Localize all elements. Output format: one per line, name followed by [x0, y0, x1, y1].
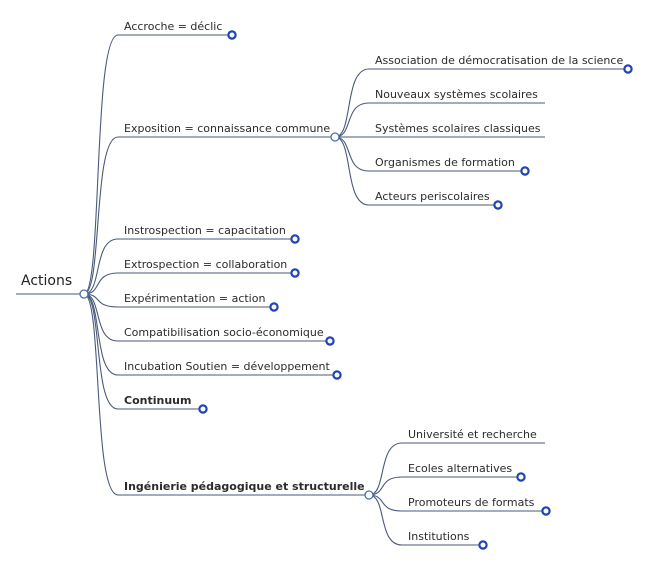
root-junction[interactable]	[79, 289, 89, 299]
expand-toggle-icon[interactable]	[332, 370, 342, 380]
node-ingenierie-pedagogique-et-structurelle[interactable]: Ingénierie pédagogique et structurelle	[118, 480, 374, 500]
node-extrospection-collaboration[interactable]: Extrospection = collaboration	[118, 258, 300, 278]
node-institutions[interactable]: Institutions	[402, 530, 488, 550]
edge	[368, 494, 403, 546]
node-acteurs-periscolaires[interactable]: Acteurs periscolaires	[369, 190, 503, 210]
node-instrospection-capacitation[interactable]: Instrospection = capacitation	[118, 224, 300, 244]
node-label: Accroche = déclic	[124, 20, 222, 33]
expand-toggle-icon[interactable]	[325, 336, 335, 346]
node-label: Continuum	[124, 394, 191, 407]
node-accroche-declic[interactable]: Accroche = déclic	[118, 20, 237, 40]
edge	[334, 68, 370, 138]
node-label: Instrospection = capacitation	[124, 224, 286, 237]
node-label: Nouveaux systèmes scolaires	[375, 88, 538, 101]
expand-toggle-icon[interactable]	[493, 200, 503, 210]
node-label: Incubation Soutien = développement	[124, 360, 331, 373]
edge	[368, 476, 403, 496]
node-label: Ingénierie pédagogique et structurelle	[124, 480, 365, 493]
edge	[368, 494, 403, 512]
edges	[83, 34, 403, 546]
node-label: Exposition = connaissance commune	[124, 122, 330, 135]
expand-toggle-icon[interactable]	[520, 166, 530, 176]
edge	[83, 34, 119, 295]
edge	[83, 136, 119, 295]
node-label: Association de démocratisation de la sci…	[375, 54, 623, 67]
node-continuum[interactable]: Continuum	[118, 394, 208, 414]
node-compatibilisation-socio-economique[interactable]: Compatibilisation socio-économique	[118, 326, 335, 346]
expand-toggle-icon[interactable]	[478, 540, 488, 550]
node-association-de-democratisation-de-la-science[interactable]: Association de démocratisation de la sci…	[369, 54, 633, 74]
expand-toggle-icon[interactable]	[516, 472, 526, 482]
node-nouveaux-systemes-scolaires[interactable]: Nouveaux systèmes scolaires	[369, 88, 545, 104]
node-ecoles-alternatives[interactable]: Ecoles alternatives	[402, 462, 526, 482]
branch-junction[interactable]	[364, 490, 374, 500]
node-incubation-soutien-developpement[interactable]: Incubation Soutien = développement	[118, 360, 342, 380]
branch-junction[interactable]	[330, 132, 340, 142]
node-label: Promoteurs de formats	[408, 496, 535, 509]
edge	[368, 442, 403, 496]
expand-toggle-icon[interactable]	[623, 64, 633, 74]
expand-toggle-icon[interactable]	[290, 234, 300, 244]
edge	[83, 293, 119, 410]
expand-toggle-icon[interactable]	[541, 506, 551, 516]
node-label: Extrospection = collaboration	[124, 258, 287, 271]
node-label: Compatibilisation socio-économique	[124, 326, 324, 339]
root-label: Actions	[21, 273, 72, 289]
node-label: Expérimentation = action	[124, 292, 265, 305]
edge	[83, 238, 119, 295]
node-label: Systèmes scolaires classiques	[375, 122, 541, 135]
node-label: Ecoles alternatives	[408, 462, 512, 475]
edge	[334, 136, 370, 172]
edge	[83, 293, 119, 376]
edge	[83, 293, 119, 342]
expand-toggle-icon[interactable]	[227, 30, 237, 40]
node-label: Acteurs periscolaires	[375, 190, 490, 203]
edge	[334, 102, 370, 138]
node-label: Organismes de formation	[375, 156, 515, 169]
expand-toggle-icon[interactable]	[198, 404, 208, 414]
expand-toggle-icon[interactable]	[269, 302, 279, 312]
node-promoteurs-de-formats[interactable]: Promoteurs de formats	[402, 496, 551, 516]
node-exposition-connaissance-commune[interactable]: Exposition = connaissance commune	[118, 122, 340, 142]
expand-toggle-icon[interactable]	[290, 268, 300, 278]
node-organismes-de-formation[interactable]: Organismes de formation	[369, 156, 530, 176]
root-node[interactable]: Actions	[16, 273, 84, 295]
node-label: Institutions	[408, 530, 470, 543]
node-systemes-scolaires-classiques[interactable]: Systèmes scolaires classiques	[369, 122, 545, 138]
node-label: Université et recherche	[408, 428, 537, 441]
edge	[83, 293, 119, 496]
node-experimentation-action[interactable]: Expérimentation = action	[118, 292, 279, 312]
node-universite-et-recherche[interactable]: Université et recherche	[402, 428, 545, 444]
edge	[334, 136, 370, 206]
